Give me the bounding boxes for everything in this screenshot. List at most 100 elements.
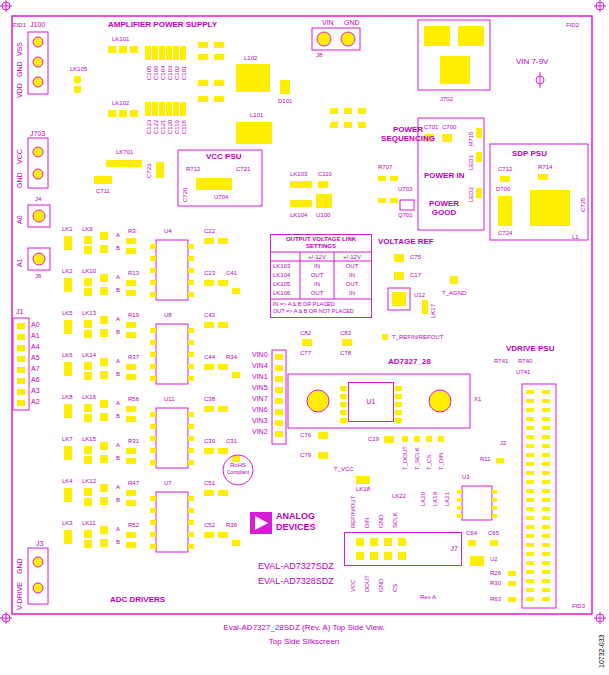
solder-pad (100, 371, 108, 379)
solder-pad (150, 244, 156, 249)
component-ref: C106 (153, 66, 160, 80)
silkscreen-label: Rev A (420, 594, 436, 601)
component-ref: U703 (398, 186, 412, 193)
silkscreen-label: A6 (31, 376, 40, 384)
logo-box (250, 512, 272, 534)
through-hole-pad (33, 147, 43, 157)
test-point-label: T_DOUT (402, 446, 409, 470)
component-ref: L1 (572, 234, 579, 241)
silkscreen-label: DOUT (364, 575, 371, 592)
component-ref: C712 (498, 166, 512, 173)
silkscreen-line (270, 299, 372, 300)
solder-pad (340, 402, 347, 407)
footprint-outline (312, 28, 360, 50)
silkscreen-label: OUT => A & B OR NOT PLACED (273, 308, 354, 314)
solder-pad (188, 352, 194, 357)
link-ref: LK21 (444, 492, 451, 506)
silkscreen-line (600, 612, 601, 624)
solder-pad (542, 579, 550, 583)
through-hole-pad (341, 32, 355, 46)
link-ref: LK104 (290, 212, 307, 219)
solder-pad (84, 530, 92, 538)
component-ref: U4 (164, 228, 172, 235)
reference-designator: J7 (451, 545, 458, 553)
solder-pad (395, 418, 402, 423)
solder-pad (156, 162, 164, 178)
solder-pad (218, 238, 228, 244)
solder-pad (530, 190, 570, 226)
solder-pad (492, 498, 497, 502)
silkscreen-label: V-DRIVE (16, 582, 24, 610)
solder-pad (100, 497, 108, 505)
solder-pad (378, 176, 386, 181)
solder-pad (84, 404, 92, 412)
solder-pad (126, 280, 136, 286)
solder-pad (378, 198, 386, 203)
silkscreen-label: CS (392, 584, 399, 592)
solder-pad (542, 525, 550, 529)
connector-ref: X1 (474, 396, 481, 403)
footprint-outline (156, 408, 188, 468)
component-ref: R11 (480, 456, 491, 463)
solder-pad (370, 552, 378, 560)
component-ref: C19 (368, 436, 379, 443)
solder-pad (188, 280, 194, 285)
solder-pad (340, 418, 347, 423)
solder-pad (542, 597, 550, 601)
footprint-outline (28, 32, 48, 94)
link-ref: LK6 (62, 352, 73, 359)
component-ref: C723 (146, 164, 153, 178)
component-ref: C83 (340, 330, 351, 337)
solder-pad (188, 244, 194, 249)
solder-pad (218, 406, 228, 412)
solder-pad (204, 532, 214, 538)
solder-pad (188, 532, 194, 537)
solder-pad (275, 387, 283, 393)
solder-pad (64, 446, 72, 460)
link-ref: LK104 (273, 272, 290, 279)
solder-pad (188, 424, 194, 429)
solder-pad (275, 365, 283, 371)
solder-pad (108, 110, 116, 117)
silkscreen-label: B (116, 497, 120, 504)
solder-pad (198, 80, 208, 86)
solder-pad (542, 561, 550, 565)
solder-pad (100, 245, 108, 253)
solder-pad (84, 498, 92, 506)
link-ref: LK9 (82, 226, 93, 233)
solder-pad (426, 436, 432, 442)
component-ref: C23 (204, 270, 215, 277)
solder-pad (188, 544, 194, 549)
component-ref: C104 (160, 66, 167, 80)
solder-pad (340, 394, 347, 399)
component-ref: R740 (518, 358, 532, 365)
solder-pad (17, 345, 25, 351)
solder-pad (188, 292, 194, 297)
silkscreen-label: A4 (31, 343, 40, 351)
component-ref: R34 (226, 354, 237, 361)
through-hole-pad (317, 32, 331, 46)
component-ref: C102 (174, 66, 181, 80)
solder-pad (198, 54, 208, 60)
solder-pad (392, 292, 406, 306)
solder-pad (402, 436, 408, 442)
link-ref: LK22 (392, 493, 406, 500)
component-ref: U12 (414, 292, 425, 299)
component-ref: C122 (153, 120, 160, 134)
solder-pad (106, 160, 142, 167)
silkscreen-label: VDD (16, 83, 24, 98)
through-hole-pad (33, 557, 43, 567)
silkscreen-label: VIN6 (252, 406, 268, 414)
silkscreen-label: A (116, 316, 120, 323)
solder-pad (173, 46, 179, 60)
solder-pad (204, 364, 214, 370)
link-ref: LK7 (62, 436, 73, 443)
solder-pad (17, 378, 25, 384)
table-title: OUTPUT VOLTAGE LINK SETTINGS (274, 236, 368, 250)
component-ref: C110 (318, 171, 332, 178)
solder-pad (84, 246, 92, 254)
footprint-outline (418, 20, 490, 90)
solder-pad (145, 46, 151, 60)
solder-pad (17, 389, 25, 395)
component-ref: R714 (538, 164, 552, 171)
